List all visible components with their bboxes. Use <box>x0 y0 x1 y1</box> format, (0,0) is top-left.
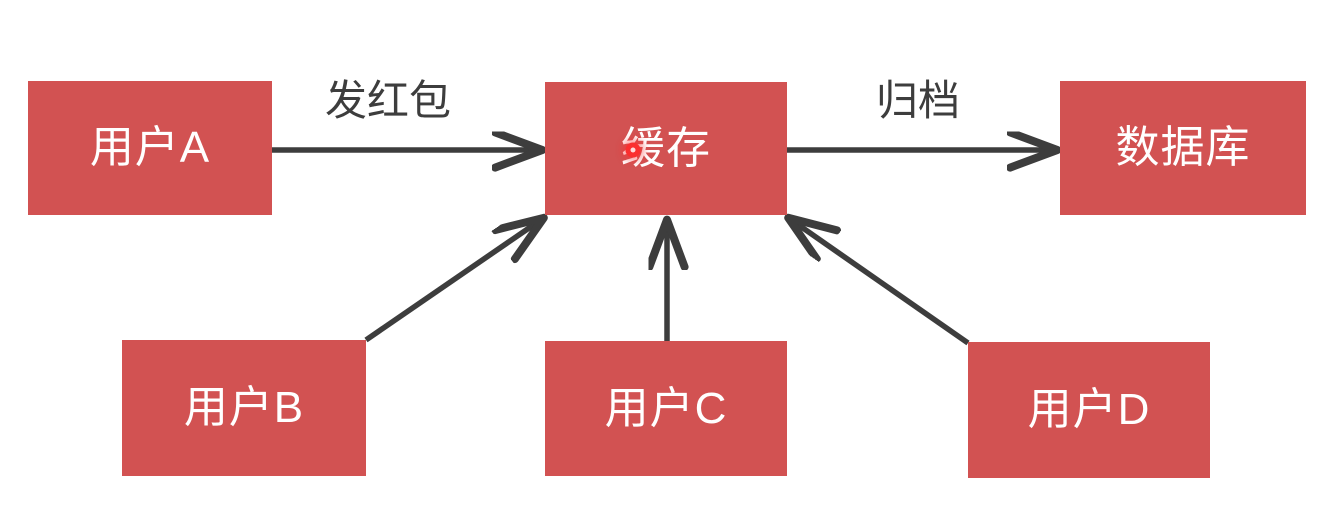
node-user-a[interactable]: 用户A <box>28 81 272 215</box>
node-user-c-label: 用户C <box>604 383 728 433</box>
edge-label-fahongbao: 发红包 <box>325 77 452 124</box>
node-cache[interactable]: 缓存 <box>545 82 787 215</box>
node-user-d[interactable]: 用户D <box>968 342 1210 478</box>
node-user-b-label: 用户B <box>183 383 305 432</box>
node-database-label: 数据库 <box>1115 123 1251 172</box>
node-user-d-label: 用户D <box>1027 385 1151 434</box>
edge-user-d-cache <box>792 220 970 346</box>
node-database[interactable]: 数据库 <box>1060 81 1306 215</box>
edge-user-b-cache <box>364 220 540 343</box>
node-user-c[interactable]: 用户C <box>545 341 787 476</box>
node-user-b[interactable]: 用户B <box>122 340 366 476</box>
edge-label-guidang: 归档 <box>876 77 961 124</box>
cursor-click-indicator <box>625 142 641 158</box>
node-user-a-label: 用户A <box>89 123 211 172</box>
